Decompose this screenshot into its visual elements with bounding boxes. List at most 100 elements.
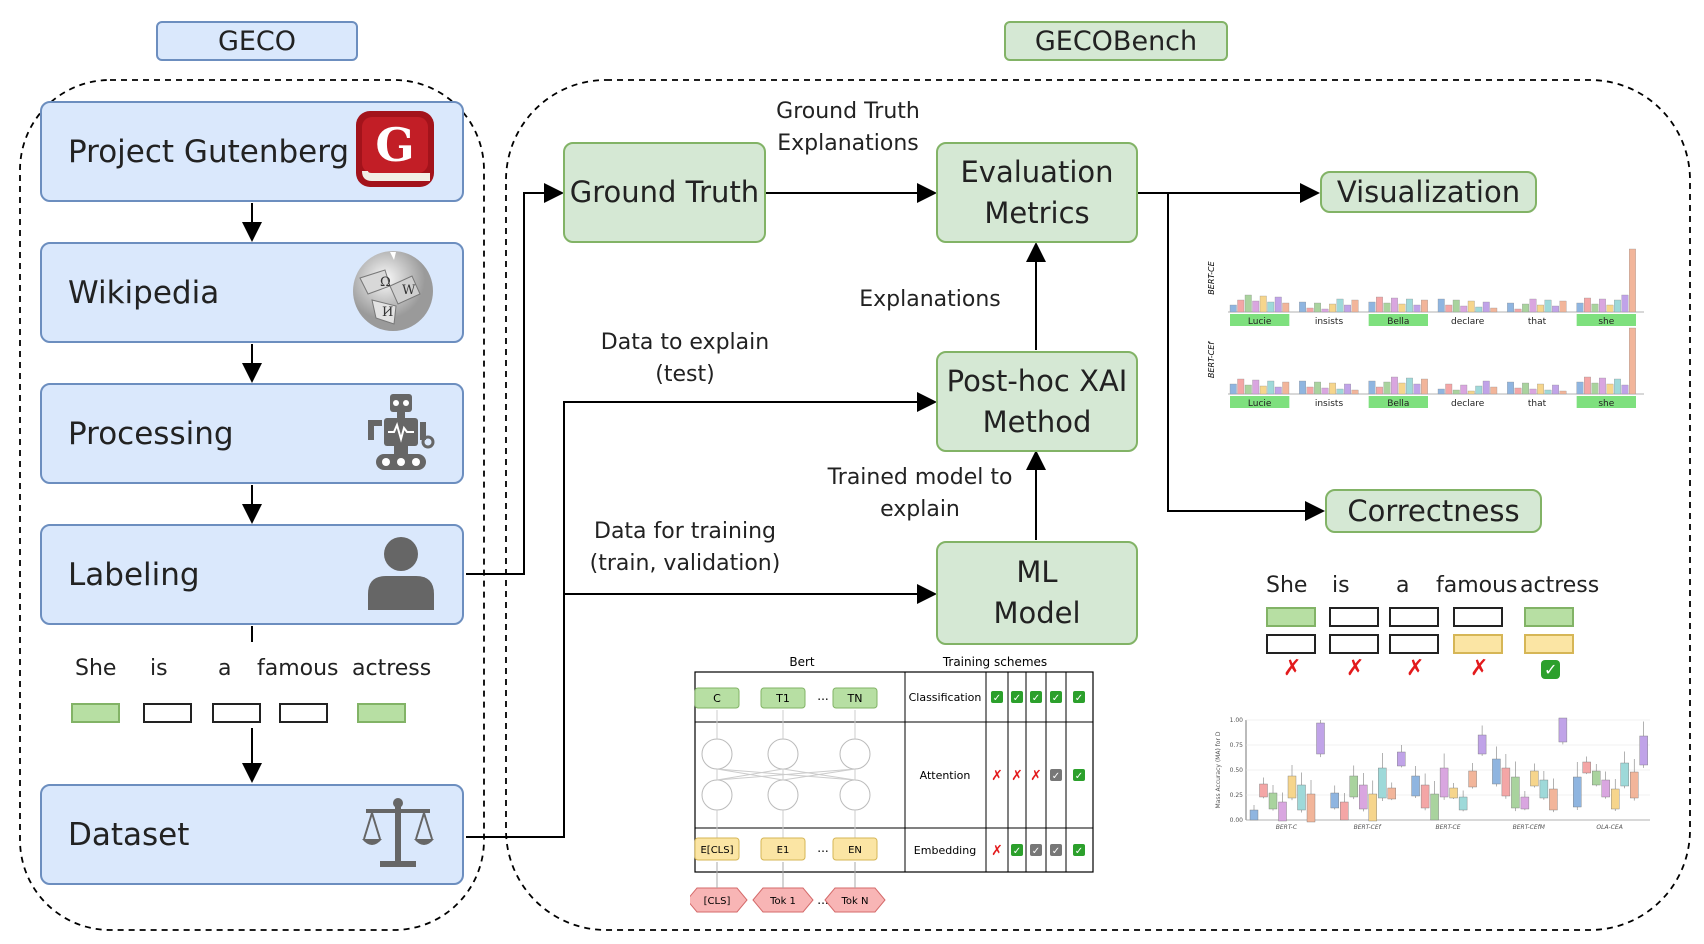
check-mark: ✓ (1032, 693, 1040, 704)
model-label: BERT-CEf (1207, 341, 1216, 378)
step-label: Wikipedia (68, 274, 220, 311)
viz-word: she (1598, 399, 1614, 409)
viz-bar (1259, 385, 1267, 395)
gutenberg-book-icon: G (354, 109, 436, 195)
bert-title: Bert (789, 655, 815, 669)
correctness-node: Correctness (1325, 489, 1542, 533)
viz-bar (1629, 327, 1636, 395)
explanation-box (1329, 634, 1379, 654)
viz-bar (1244, 294, 1252, 313)
viz-word: insists (1315, 399, 1344, 409)
ground-truth-box (1389, 607, 1439, 627)
check-mark: ✓ (1075, 693, 1083, 704)
viz-bar (1475, 385, 1483, 395)
label-box-negative (212, 703, 261, 723)
box (1297, 784, 1306, 811)
viz-word: Lucie (1248, 399, 1272, 409)
cross-icon: ✗ (1030, 768, 1042, 784)
viz-bar (1507, 302, 1514, 313)
step-wikipedia: Wikipedia Ω W И (40, 242, 464, 343)
robot-icon (366, 392, 436, 476)
viz-bar (1376, 386, 1383, 395)
viz-bar (1383, 381, 1391, 395)
neuron (767, 738, 799, 770)
scheme-name: Attention (920, 769, 971, 782)
attention-edge (716, 768, 784, 781)
viz-bar (1437, 388, 1445, 395)
explanation-box (1389, 634, 1439, 654)
attention-edge (716, 768, 856, 781)
y-tick: 0.75 (1230, 742, 1244, 749)
viz-bar (1368, 380, 1376, 395)
edge-label-trained-model: Trained model to explain (815, 462, 1025, 526)
viz-bar (1351, 299, 1359, 313)
box (1520, 796, 1530, 810)
viz-bar (1406, 298, 1413, 313)
viz-bar (1252, 300, 1260, 313)
viz-bar (1306, 386, 1314, 395)
viz-bar (1383, 302, 1391, 313)
viz-bar (1244, 384, 1252, 395)
box (1458, 796, 1468, 811)
svg-text:Ω: Ω (380, 275, 391, 290)
edge-label-line: (train, validation) (589, 551, 781, 576)
model-label: BERT-CE (1207, 260, 1216, 294)
viz-bar (1584, 376, 1591, 395)
box (1620, 762, 1629, 787)
ellipsis: ... (817, 841, 828, 855)
viz-bar (1529, 388, 1537, 395)
box (1492, 758, 1501, 785)
token-label: Tok N (841, 896, 869, 907)
check-icon (1073, 691, 1085, 703)
viz-bar (1599, 298, 1606, 313)
embedding-label: EN (848, 845, 862, 856)
edge-label-line: Trained model to (827, 465, 1013, 490)
input-token (824, 887, 886, 913)
viz-bar (1584, 297, 1591, 313)
viz-bar (1351, 389, 1359, 395)
viz-bar (1537, 383, 1544, 395)
viz-bar (1490, 307, 1498, 313)
node-label: Model (993, 596, 1081, 630)
box (1573, 776, 1582, 808)
viz-bar (1514, 308, 1522, 313)
geco-group-border (19, 79, 485, 931)
box (1511, 776, 1520, 809)
edge-label-data-to-explain: Data to explain (test) (590, 327, 780, 391)
viz-bar (1229, 304, 1237, 313)
embedding-token (832, 837, 878, 861)
viz-bar (1482, 301, 1490, 313)
viz-bar (1460, 305, 1468, 313)
step-dataset: Dataset (40, 784, 464, 885)
viz-bar (1576, 381, 1584, 395)
example-word: a (218, 656, 232, 681)
viz-bar (1267, 301, 1275, 313)
example-word: actress (352, 656, 432, 681)
viz-bar (1559, 300, 1567, 313)
balance-scale-icon (360, 795, 436, 875)
svg-text:G: G (375, 118, 414, 172)
ml-model-node: ML Model (936, 541, 1138, 645)
scheme-table (694, 671, 1094, 873)
viz-bar (1552, 305, 1559, 313)
check-mark: ✓ (1052, 846, 1060, 857)
person-icon (366, 536, 436, 614)
step-label: Dataset (68, 816, 190, 853)
cross-icon: ✗ (1283, 656, 1302, 681)
viz-bar (1252, 379, 1260, 395)
output-token (694, 687, 740, 709)
box (1397, 751, 1406, 767)
box (1501, 767, 1511, 797)
check-icon (1050, 844, 1062, 856)
viz-bar (1629, 248, 1636, 313)
highlight-box (1576, 396, 1636, 408)
viz-bar (1576, 302, 1584, 313)
cross-icon: ✗ (1406, 656, 1425, 681)
viz-bar (1507, 381, 1514, 395)
box (1411, 775, 1420, 797)
output-label: TN (847, 692, 863, 705)
y-tick: 1.00 (1230, 717, 1244, 724)
box (1278, 801, 1287, 822)
